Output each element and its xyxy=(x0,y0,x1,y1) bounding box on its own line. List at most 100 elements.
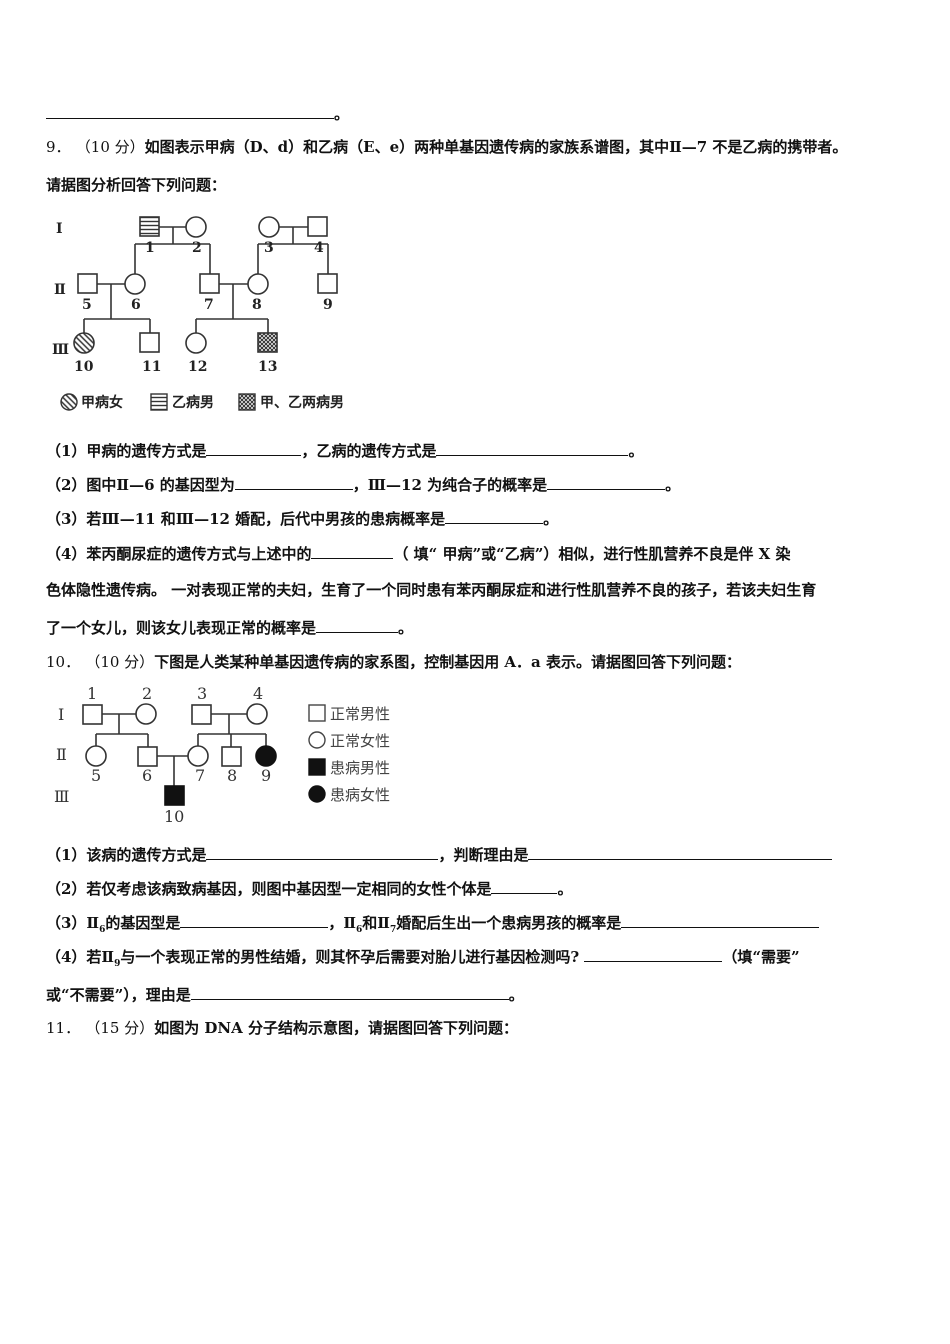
previous-answer-line: 。 xyxy=(46,104,349,124)
answer-blank[interactable] xyxy=(180,913,329,928)
question-score: （15 分） xyxy=(85,1019,155,1037)
individual-number: 7 xyxy=(204,297,214,313)
individual-number: 4 xyxy=(253,684,263,703)
question-score: （10 分） xyxy=(85,653,155,671)
question-text: 如图为 DNA 分子结构示意图，请据图回答下列问题： xyxy=(154,1019,518,1037)
individual-number: 8 xyxy=(252,297,262,313)
individual-number: 10 xyxy=(74,359,94,375)
answer-blank[interactable] xyxy=(206,845,439,860)
individual-11-male xyxy=(139,332,160,353)
legend-label: 患病女性 xyxy=(330,786,390,804)
generation-label: Ⅱ xyxy=(54,282,66,298)
q10-part4-line2: 或“不需要”），理由是。 xyxy=(46,985,524,1004)
individual-13-affected-male xyxy=(257,332,278,353)
answer-blank[interactable] xyxy=(491,879,558,894)
legend-swatch-normal-male xyxy=(308,704,326,722)
question-number: 9． xyxy=(46,138,71,156)
answer-blank[interactable] xyxy=(584,947,723,962)
pedigree-chart-q10: Ⅰ Ⅱ Ⅲ 1 2 3 4 5 6 7 8 9 10 正常男性 正常女性 患病男… xyxy=(54,684,390,826)
question-number: 10． xyxy=(46,653,81,671)
q10-part3: （3）Ⅱ6的基因型是，Ⅱ6和Ⅱ7婚配后生出一个患病男孩的概率是 xyxy=(46,913,820,940)
individual-1-normal-male xyxy=(82,704,103,725)
individual-8-normal-male xyxy=(221,746,242,767)
individual-number: 13 xyxy=(258,359,277,375)
individual-number: 2 xyxy=(142,684,152,703)
legend-label: 患病男性 xyxy=(330,759,390,777)
individual-2-female xyxy=(185,216,207,238)
answer-blank[interactable] xyxy=(547,475,666,490)
legend-swatch-yi-male xyxy=(150,393,168,411)
individual-number: 7 xyxy=(195,766,205,785)
individual-number: 5 xyxy=(91,766,101,785)
individual-9-male xyxy=(317,273,338,294)
individual-number: 3 xyxy=(264,240,274,256)
individual-number: 1 xyxy=(145,240,155,256)
q9-part4-line2: 色体隐性遗传病。 一对表现正常的夫妇，生育了一个同时患有苯丙酮尿症和进行性肌营养… xyxy=(46,581,817,599)
individual-8-female xyxy=(247,273,269,295)
answer-blank[interactable] xyxy=(311,544,394,559)
q10-part2: （2）若仅考虑该病致病基因，则图中基因型一定相同的女性个体是。 xyxy=(46,879,573,898)
individual-9-affected-female xyxy=(255,745,277,767)
q9-part4: （4）苯丙酮尿症的遗传方式与上述中的（ 填“ 甲病”或“乙病”）相似，进行性肌营… xyxy=(46,544,791,563)
answer-blank[interactable] xyxy=(206,441,302,456)
q9-header: 9． （10 分）如图表示甲病（D、d）和乙病（E、e）两种单基因遗传病的家族系… xyxy=(46,137,847,157)
legend-label: 甲、乙两病男 xyxy=(260,394,344,411)
legend-label: 正常女性 xyxy=(330,732,390,750)
individual-number: 9 xyxy=(261,766,271,785)
answer-blank[interactable] xyxy=(190,985,509,1000)
legend-swatch-affected-female xyxy=(308,785,326,803)
question-text: 如图表示甲病（D、d）和乙病（E、e）两种单基因遗传病的家族系谱图，其中Ⅱ—7 … xyxy=(144,138,848,156)
legend-label: 乙病男 xyxy=(172,394,214,411)
answer-blank[interactable] xyxy=(445,509,544,524)
answer-blank[interactable] xyxy=(316,618,399,633)
q10-header: 10． （10 分）下图是人类某种单基因遗传病的家系图，控制基因用 A．a 表示… xyxy=(46,652,741,672)
question-score: （10 分） xyxy=(75,138,145,156)
q9-part1: （1）甲病的遗传方式是，乙病的遗传方式是。 xyxy=(46,441,644,460)
question-text: 下图是人类某种单基因遗传病的家系图，控制基因用 A．a 表示。请据图回答下列问题… xyxy=(154,653,741,671)
question-number: 11． xyxy=(46,1019,81,1037)
answer-blank[interactable] xyxy=(528,845,833,860)
answer-blank xyxy=(46,104,334,119)
legend-swatch-jia-female xyxy=(60,393,78,411)
answer-blank[interactable] xyxy=(234,475,353,490)
individual-number: 1 xyxy=(87,684,97,703)
individual-7-normal-female xyxy=(187,745,209,767)
generation-label: Ⅲ xyxy=(52,342,69,358)
generation-label: Ⅱ xyxy=(56,745,67,764)
individual-number: 6 xyxy=(142,766,152,785)
individual-7-male xyxy=(199,273,220,294)
pedigree-chart-q9: Ⅰ Ⅱ Ⅲ 1 2 3 4 5 6 7 8 9 10 11 12 13 甲病女 … xyxy=(52,216,344,411)
q10-part1: （1）该病的遗传方式是，判断理由是 xyxy=(46,845,833,865)
individual-number: 11 xyxy=(142,359,161,375)
individual-number: 4 xyxy=(314,240,324,256)
individual-3-female xyxy=(258,216,280,238)
individual-4-male xyxy=(307,216,328,237)
answer-blank[interactable] xyxy=(621,913,820,928)
legend-swatch-affected-male xyxy=(308,758,326,776)
individual-number: 12 xyxy=(188,359,207,375)
q10-part4: （4）若Ⅱ9与一个表现正常的男性结婚，则其怀孕后需要对胎儿进行基因检测吗? （填… xyxy=(46,947,800,969)
individual-number: 6 xyxy=(131,297,141,313)
individual-number: 3 xyxy=(197,684,207,703)
individual-number: 8 xyxy=(227,766,237,785)
individual-4-normal-female xyxy=(246,703,268,725)
q11-header: 11． （15 分）如图为 DNA 分子结构示意图，请据图回答下列问题： xyxy=(46,1018,518,1038)
q9-header-line2: 请据图分析回答下列问题： xyxy=(46,176,227,194)
legend-label: 甲病女 xyxy=(81,394,123,411)
individual-10-affected-female xyxy=(73,332,95,354)
generation-label: Ⅲ xyxy=(54,787,69,806)
individual-3-normal-male xyxy=(191,704,212,725)
individual-10-affected-male xyxy=(164,785,185,806)
individual-5-male xyxy=(77,273,98,294)
individual-5-normal-female xyxy=(85,745,107,767)
q9-part2: （2）图中Ⅱ—6 的基因型为，Ⅲ—12 为纯合子的概率是。 xyxy=(46,475,681,494)
legend-swatch-normal-female xyxy=(308,731,326,749)
answer-blank[interactable] xyxy=(436,441,629,456)
q9-part4-line3: 了一个女儿，则该女儿表现正常的概率是。 xyxy=(46,618,414,637)
individual-12-female xyxy=(185,332,207,354)
individual-2-normal-female xyxy=(135,703,157,725)
generation-label: Ⅰ xyxy=(56,221,63,237)
legend-swatch-both-male xyxy=(238,393,256,411)
individual-6-female xyxy=(124,273,146,295)
individual-6-normal-male xyxy=(137,746,158,767)
